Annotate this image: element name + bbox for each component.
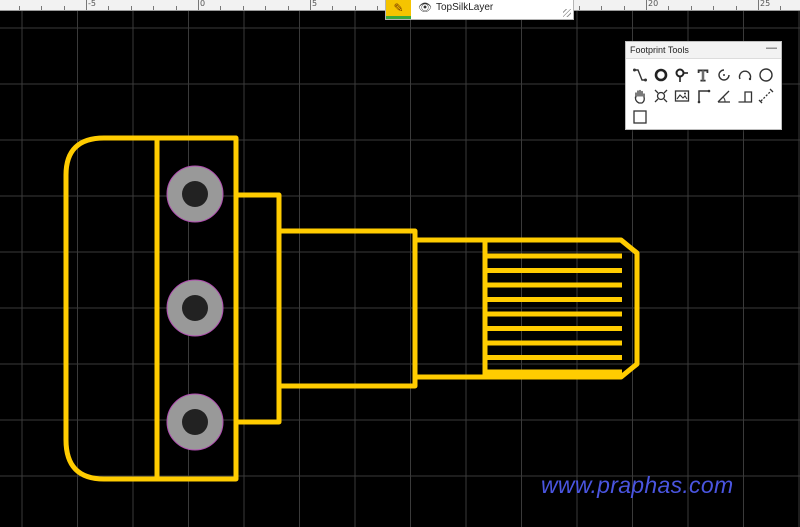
pad-icon — [654, 68, 668, 82]
image-icon — [674, 90, 690, 102]
ruler-label: -5 — [88, 0, 96, 8]
solid-region-icon — [633, 110, 647, 124]
ruler-tick — [713, 6, 715, 10]
ruler-tick — [175, 6, 177, 10]
hand-icon — [634, 89, 645, 104]
dimension-icon — [717, 90, 730, 103]
layer-color-swatch[interactable]: ✎ — [386, 0, 411, 19]
ruler-label: 25 — [760, 0, 771, 8]
dimension-tool[interactable] — [716, 88, 732, 104]
layer-name: TopSilkLayer — [436, 2, 494, 13]
ruler-tick — [578, 6, 580, 10]
ruler-tick — [287, 6, 289, 10]
pad-3[interactable] — [166, 393, 224, 451]
circle-icon — [759, 68, 773, 82]
ruler-tick — [377, 6, 379, 10]
circle-tool[interactable] — [758, 67, 774, 83]
knob-outline — [485, 237, 640, 380]
image-tool[interactable] — [674, 88, 690, 104]
arc-2-icon — [738, 70, 752, 81]
svg-text:T: T — [698, 67, 708, 83]
ruler-tick — [18, 6, 20, 10]
silk-outline — [63, 135, 640, 482]
pad-1[interactable] — [166, 165, 224, 223]
ruler-tick — [108, 6, 110, 10]
ruler-tick — [220, 6, 222, 10]
resize-grip-icon[interactable] — [563, 9, 571, 17]
ruler-tick — [130, 6, 132, 10]
minimize-button[interactable]: — — [766, 42, 777, 54]
knurl-lines — [485, 253, 622, 375]
ruler-tick — [623, 6, 625, 10]
ruler-tick — [646, 0, 647, 10]
rect-tool[interactable] — [737, 88, 753, 104]
arc-2-tool[interactable] — [737, 67, 753, 83]
measure-tool[interactable] — [758, 88, 774, 104]
ruler-tick — [601, 6, 603, 10]
ruler-tick — [86, 0, 87, 10]
track-tool[interactable] — [632, 67, 648, 83]
ruler-tick — [735, 6, 737, 10]
ruler-label: 20 — [648, 0, 659, 8]
ruler-tick — [690, 6, 692, 10]
arc-icon — [718, 69, 730, 81]
ruler-label: 0 — [200, 0, 206, 8]
hole-tool[interactable] — [653, 88, 669, 104]
ruler-tick — [332, 6, 334, 10]
connect-tool[interactable] — [695, 88, 711, 104]
text-icon: T — [698, 67, 709, 83]
ruler-label: 5 — [312, 0, 318, 8]
eye-icon[interactable]: 👁 — [418, 2, 432, 14]
bushing-outline — [412, 237, 488, 380]
body-outline — [63, 135, 239, 482]
track-icon — [633, 68, 647, 82]
watermark-text: www.praphas.com — [541, 472, 734, 498]
via-tool[interactable] — [674, 67, 690, 83]
ruler-tick — [310, 0, 311, 10]
ruler-tick — [354, 6, 356, 10]
connect-icon — [697, 89, 711, 104]
layer-indicator[interactable]: ✎ 👁 TopSilkLayer — [385, 0, 574, 20]
footprint-tools-panel: Footprint Tools — T — [625, 41, 782, 130]
hole-icon — [654, 89, 668, 103]
ruler-tick — [758, 0, 759, 10]
rect-icon — [738, 91, 753, 103]
pads — [166, 165, 224, 451]
solid-region-tool[interactable] — [632, 109, 648, 125]
pad-tool[interactable] — [653, 67, 669, 83]
panel-title: Footprint Tools — [630, 45, 689, 55]
panel-titlebar[interactable]: Footprint Tools — — [626, 42, 781, 59]
ruler-tick — [242, 6, 244, 10]
text-tool[interactable]: T — [695, 67, 711, 83]
ruler-tick — [265, 6, 267, 10]
ruler-tick — [41, 6, 43, 10]
ruler-tick — [198, 0, 199, 10]
ruler-tick — [63, 6, 65, 10]
ruler-tick — [780, 6, 782, 10]
ruler-tick — [668, 6, 670, 10]
pan-tool[interactable] — [632, 88, 648, 104]
via-icon — [675, 68, 688, 82]
ruler-tick — [153, 6, 155, 10]
measure-icon — [758, 88, 774, 104]
pad-2[interactable] — [166, 279, 224, 337]
arc-tool[interactable] — [716, 67, 732, 83]
